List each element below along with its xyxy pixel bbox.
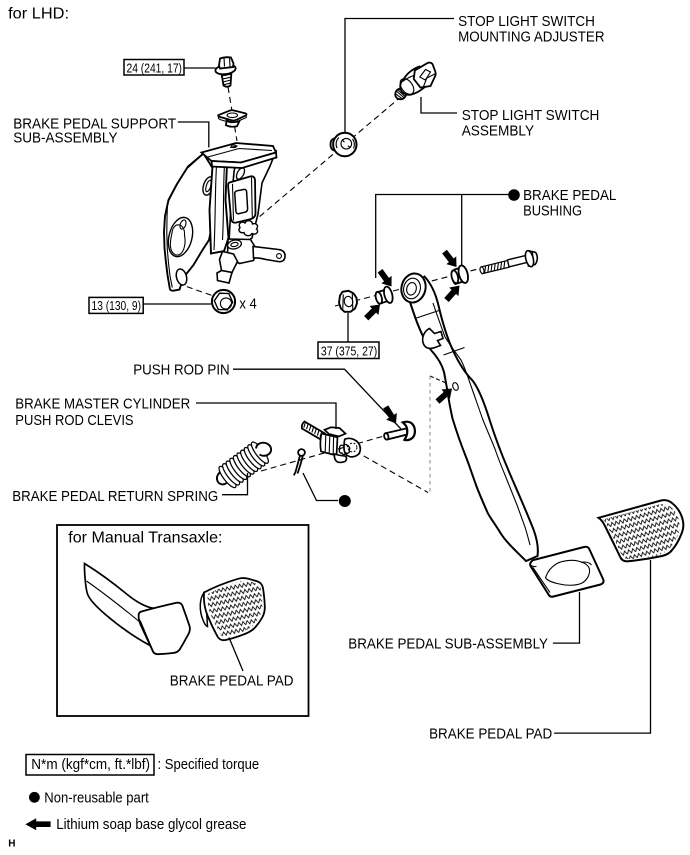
svg-text:SUB-ASSEMBLY: SUB-ASSEMBLY — [13, 130, 117, 147]
svg-text:STOP LIGHT SWITCH: STOP LIGHT SWITCH — [458, 13, 595, 30]
svg-text:N*m (kgf*cm, ft.*lbf): N*m (kgf*cm, ft.*lbf) — [31, 756, 150, 773]
svg-text:PUSH ROD PIN: PUSH ROD PIN — [133, 362, 230, 379]
svg-text:Non-reusable part: Non-reusable part — [44, 790, 149, 807]
svg-text:STOP LIGHT SWITCH: STOP LIGHT SWITCH — [462, 107, 600, 124]
svg-text:x 4: x 4 — [239, 296, 256, 313]
svg-text:24 (241, 17): 24 (241, 17) — [127, 62, 183, 76]
svg-text:BRAKE PEDAL RETURN SPRING: BRAKE PEDAL RETURN SPRING — [12, 488, 218, 505]
svg-text:for LHD:: for LHD: — [8, 6, 69, 23]
svg-text:BRAKE PEDAL PAD: BRAKE PEDAL PAD — [170, 672, 294, 689]
svg-text:PUSH ROD CLEVIS: PUSH ROD CLEVIS — [15, 412, 133, 429]
svg-text:BRAKE PEDAL: BRAKE PEDAL — [523, 187, 616, 204]
svg-text:H: H — [8, 838, 15, 849]
svg-text:Lithium soap base glycol greas: Lithium soap base glycol grease — [56, 816, 246, 833]
svg-text:MOUNTING ADJUSTER: MOUNTING ADJUSTER — [458, 28, 605, 45]
svg-text:37 (375, 27): 37 (375, 27) — [321, 344, 377, 358]
svg-text:: Specified torque: : Specified torque — [158, 756, 260, 773]
svg-text:ASSEMBLY: ASSEMBLY — [462, 122, 534, 139]
svg-text:BRAKE MASTER CYLINDER: BRAKE MASTER CYLINDER — [15, 396, 190, 413]
svg-text:BUSHING: BUSHING — [523, 203, 582, 220]
svg-text:BRAKE PEDAL PAD: BRAKE PEDAL PAD — [429, 726, 552, 743]
svg-text:for Manual Transaxle:: for Manual Transaxle: — [68, 530, 222, 547]
svg-text:13 (130, 9): 13 (130, 9) — [92, 299, 142, 313]
svg-text:BRAKE PEDAL SUB-ASSEMBLY: BRAKE PEDAL SUB-ASSEMBLY — [348, 636, 548, 653]
svg-text:BRAKE PEDAL SUPPORT: BRAKE PEDAL SUPPORT — [13, 115, 176, 132]
